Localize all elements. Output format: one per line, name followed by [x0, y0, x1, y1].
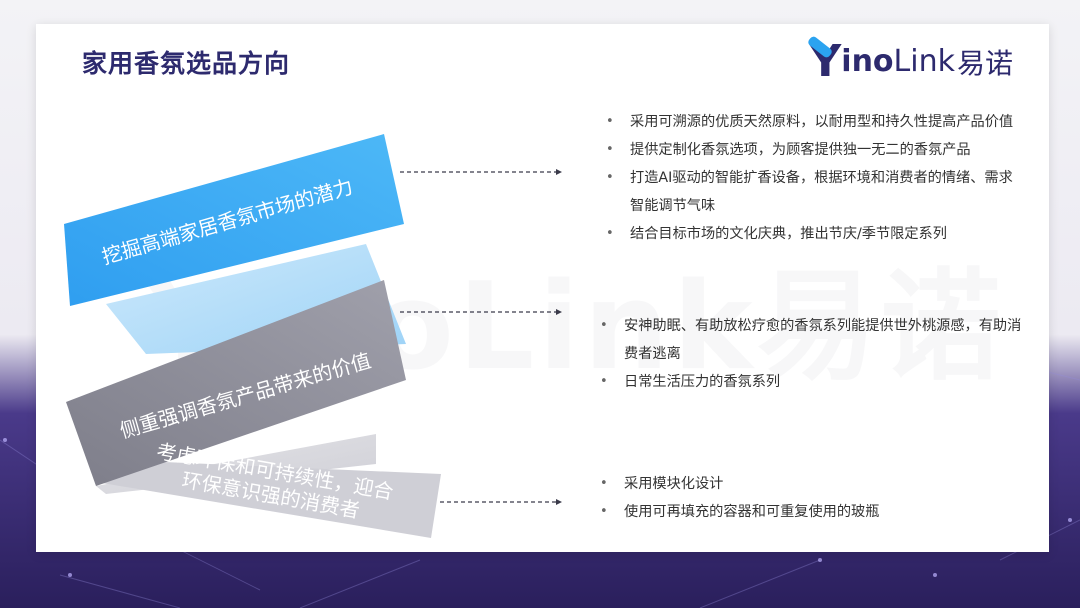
logo-y-mark: Y	[807, 35, 841, 87]
connector-1-arrow	[556, 169, 562, 175]
connector-3-arrow	[556, 499, 562, 505]
list-item: •使用可再填充的容器和可重复使用的玻瓶	[600, 504, 880, 520]
section-3-bullets: •采用模块化设计 •使用可再填充的容器和可重复使用的玻瓶	[598, 470, 1028, 526]
page-title: 家用香氛选品方向	[82, 49, 291, 78]
logo: Y inoLink 易诺	[807, 35, 1013, 87]
logo-chinese: 易诺	[956, 46, 1013, 80]
list-item: •日常生活压力的香氛系列	[600, 374, 781, 390]
list-item: •结合目标市场的文化庆典，推出节庆/季节限定系列	[606, 226, 947, 242]
list-item: •采用模块化设计	[600, 476, 724, 492]
logo-wordmark: inoLink	[841, 44, 955, 79]
list-item: •提供定制化香氛选项，为顾客提供独一无二的香氛产品	[606, 142, 971, 158]
connector-2-arrow	[556, 309, 562, 315]
ribbon-band-1	[64, 134, 404, 306]
list-item: •打造AI驱动的智能扩香设备，根据环境和消费者的情绪、需求智能调节气味	[606, 170, 1013, 214]
section-2-bullets: •安神助眠、有助放松疗愈的香氛系列能提供世外桃源感，有助消费者逃离 •日常生活压…	[598, 312, 1028, 396]
section-1-bullets: •采用可溯源的优质天然原料，以耐用型和持久性提高产品价值 •提供定制化香氛选项，…	[604, 108, 1024, 248]
ribbon-diagram	[64, 134, 562, 538]
list-item: •采用可溯源的优质天然原料，以耐用型和持久性提高产品价值	[606, 114, 1014, 130]
ribbon-band-3	[96, 460, 441, 538]
list-item: •安神助眠、有助放松疗愈的香氛系列能提供世外桃源感，有助消费者逃离	[600, 318, 1022, 362]
ribbon-band-2	[66, 280, 406, 486]
